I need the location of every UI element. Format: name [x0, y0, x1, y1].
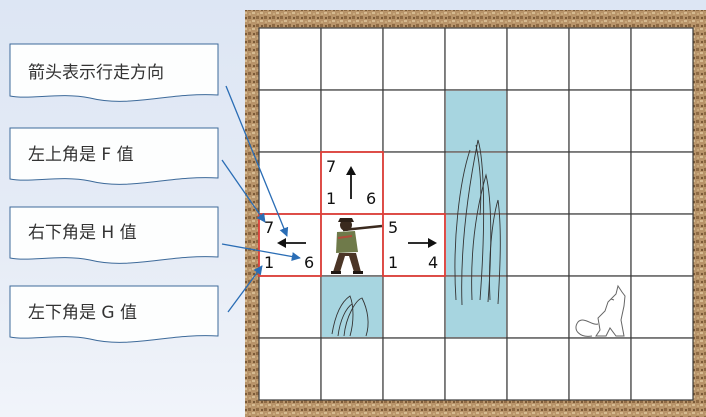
- grid-cell: [259, 338, 321, 400]
- grid-cell: [383, 90, 445, 152]
- note-g-value-text: 左下角是 G 值: [28, 303, 137, 323]
- cell-up-h-value: 6: [366, 189, 376, 208]
- grid-cell: [321, 338, 383, 400]
- cell-left-g-value: 1: [264, 253, 274, 272]
- note-f-value-text: 左上角是 F 值: [28, 145, 134, 165]
- notes-panel: 箭头表示行走方向 左上角是 F 值 右下角是 H 值 左下角是 G 值: [10, 44, 218, 342]
- grid-cell: [631, 28, 693, 90]
- grid-cell: [507, 214, 569, 276]
- cell-up-f-value: 7: [326, 157, 336, 176]
- grid-cell: [569, 214, 631, 276]
- grid-cell: [507, 90, 569, 152]
- grid-cell: [507, 338, 569, 400]
- cell-up-g-value: 1: [326, 189, 336, 208]
- grid-cell: [321, 90, 383, 152]
- grid-cell: [259, 276, 321, 338]
- grid-cell: [569, 338, 631, 400]
- note-h-value: 右下角是 H 值: [10, 207, 218, 263]
- grid-cell: [383, 28, 445, 90]
- grid-cell: [569, 90, 631, 152]
- grid-cell: [445, 28, 507, 90]
- grid-cell: [569, 152, 631, 214]
- grid-cell: [259, 152, 321, 214]
- note-g-value: 左下角是 G 值: [10, 286, 218, 342]
- cell-left-h-value: 6: [304, 253, 314, 272]
- cell-right-h-value: 4: [428, 253, 438, 272]
- cell-right-g-value: 1: [388, 253, 398, 272]
- grid-cell: [631, 214, 693, 276]
- grid-cell: [445, 338, 507, 400]
- note-arrow-direction: 箭头表示行走方向: [10, 44, 218, 101]
- note-f-value: 左上角是 F 值: [10, 128, 218, 184]
- grid-cell: [259, 90, 321, 152]
- grid-cell: [507, 28, 569, 90]
- grid-cell: [507, 152, 569, 214]
- grid-cell: [383, 152, 445, 214]
- grid-cell: [383, 276, 445, 338]
- note-arrow-direction-text: 箭头表示行走方向: [28, 63, 164, 83]
- grid-cell: [631, 338, 693, 400]
- grid-cell: [321, 28, 383, 90]
- cell-right-f-value: 5: [388, 218, 398, 237]
- grid-cell: [259, 28, 321, 90]
- grid-cell: [631, 152, 693, 214]
- grid-cell: [383, 338, 445, 400]
- note-h-value-text: 右下角是 H 值: [28, 223, 137, 243]
- grid-cell: [631, 90, 693, 152]
- water-cell: [446, 91, 506, 151]
- grid-cell: [507, 276, 569, 338]
- grid-cell: [569, 28, 631, 90]
- grid-cell: [631, 276, 693, 338]
- cell-left-f-value: 7: [264, 218, 274, 237]
